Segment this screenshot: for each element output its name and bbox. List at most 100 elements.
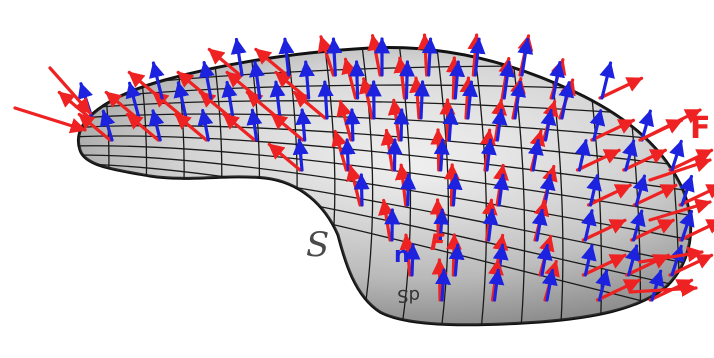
mesh-line xyxy=(78,135,691,196)
normal-arrow xyxy=(197,108,214,142)
normal-arrow xyxy=(599,61,615,100)
normal-arrow xyxy=(580,209,597,242)
normal-arrow xyxy=(541,268,558,302)
field-arrow xyxy=(430,128,447,172)
area-element-label: dS xyxy=(397,285,420,306)
field-arrow xyxy=(648,156,712,182)
normal-arrow xyxy=(499,60,516,100)
normal-arrow xyxy=(326,37,343,77)
normal-arrow xyxy=(679,209,695,242)
normal-arrow xyxy=(669,139,685,172)
normal-arrow xyxy=(630,209,646,242)
normal-arrow xyxy=(173,81,190,120)
field-arrow xyxy=(678,219,714,242)
field-vector-point-label: F xyxy=(430,231,445,256)
normal-arrow xyxy=(148,109,165,142)
field-arrow xyxy=(176,70,211,100)
normal-vector-label: n xyxy=(394,243,410,268)
normal-arrow xyxy=(679,174,695,207)
field-arrow xyxy=(267,142,302,172)
normal-arrow xyxy=(480,138,497,172)
field-arrow xyxy=(598,76,644,100)
field-arrow xyxy=(595,278,641,302)
normal-arrow xyxy=(433,138,450,172)
field-arrow xyxy=(292,90,327,120)
field-arrow xyxy=(628,280,698,297)
normal-arrow xyxy=(433,208,450,242)
field-arrow xyxy=(125,112,160,142)
normal-arrow xyxy=(549,61,566,100)
normal-arrow xyxy=(421,37,438,77)
normal-arrow xyxy=(622,139,638,172)
normal-arrow xyxy=(295,108,312,142)
normal-arrow xyxy=(149,61,165,100)
field-arrow xyxy=(581,218,627,242)
mesh-line xyxy=(359,47,374,325)
field-arrow xyxy=(207,47,242,77)
normal-arrow xyxy=(317,80,334,120)
field-arrow xyxy=(575,148,621,172)
normal-arrow xyxy=(269,80,286,120)
field-arrow xyxy=(317,35,335,77)
field-arrow xyxy=(127,70,162,100)
normal-arrow xyxy=(482,208,499,242)
normal-arrow xyxy=(449,60,466,100)
normal-arrow xyxy=(669,244,685,277)
normal-arrow xyxy=(632,174,649,207)
field-arrow xyxy=(581,253,627,277)
field-arrow xyxy=(668,148,714,172)
field-arrow xyxy=(270,112,305,142)
normal-arrow xyxy=(339,138,356,172)
field-arrow xyxy=(638,108,702,142)
normal-arrow xyxy=(348,60,365,100)
normal-arrow xyxy=(393,108,410,142)
normal-arrow xyxy=(413,80,430,120)
normal-arrow xyxy=(625,244,641,277)
field-arrow xyxy=(358,77,375,120)
normal-arrow xyxy=(648,269,665,302)
normal-arrow xyxy=(221,80,238,120)
normal-arrow xyxy=(589,109,606,142)
normal-arrow xyxy=(99,109,116,142)
normal-arrow xyxy=(298,60,315,100)
surface-label: S xyxy=(306,225,329,265)
normal-arrow xyxy=(448,243,465,277)
field-arrow xyxy=(590,118,635,142)
normal-arrow xyxy=(404,243,421,277)
normal-arrow xyxy=(446,173,463,207)
normal-arrow xyxy=(493,173,510,207)
field-arrow xyxy=(341,57,358,100)
field-arrow xyxy=(274,70,309,100)
normal-arrow xyxy=(491,108,508,142)
normal-arrow xyxy=(638,109,655,142)
normal-arrow xyxy=(558,81,575,120)
normal-arrow xyxy=(510,80,527,120)
field-arrow xyxy=(443,163,460,207)
normal-arrow xyxy=(278,37,295,77)
field-arrow xyxy=(417,33,434,77)
field-arrow xyxy=(678,184,714,207)
field-arrow xyxy=(254,47,289,77)
normal-arrow xyxy=(488,268,505,302)
mesh-line xyxy=(79,47,110,325)
normal-arrow xyxy=(580,244,597,277)
field-arrow xyxy=(445,233,462,277)
normal-arrow xyxy=(400,173,417,207)
normal-arrow xyxy=(353,173,370,207)
normal-arrow xyxy=(586,174,602,207)
normal-arrow xyxy=(517,37,534,77)
field-arrow xyxy=(622,148,667,172)
field-arrow xyxy=(630,218,675,242)
field-arrow xyxy=(445,56,462,100)
normal-arrow xyxy=(442,108,459,142)
normal-arrow xyxy=(462,80,479,120)
field-arrow xyxy=(648,198,712,222)
field-label: F xyxy=(690,111,711,146)
field-arrow xyxy=(222,112,257,142)
field-arrow xyxy=(632,183,678,207)
field-arrow xyxy=(431,258,448,302)
field-arrow xyxy=(367,34,384,77)
field-arrow xyxy=(13,106,87,134)
